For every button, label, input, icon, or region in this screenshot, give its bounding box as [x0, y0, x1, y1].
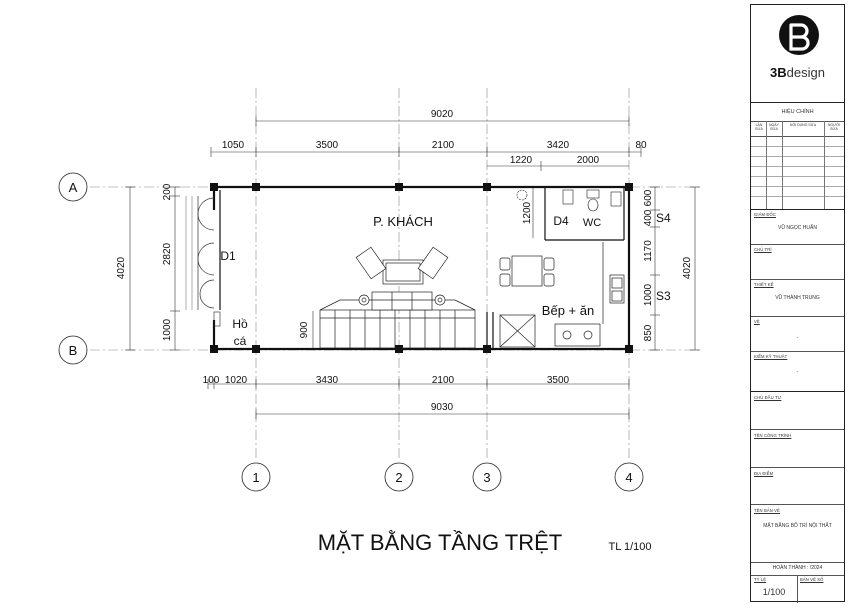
- room-d4: D4: [553, 214, 569, 228]
- field-label-location: ĐỊA ĐIỂM: [754, 471, 774, 476]
- dim-bottom-2: 1020: [225, 375, 248, 386]
- field-value-checker: -: [796, 369, 799, 375]
- revision-header-1: LẦN SỬA: [755, 123, 763, 131]
- dim-top-2: 3500: [316, 140, 339, 151]
- dim-top-4: 3420: [547, 140, 570, 151]
- field-value-director: VŨ NGỌC HUẤN: [778, 225, 817, 231]
- axis-label-A: A: [69, 180, 78, 195]
- dim-bottom-3: 3430: [316, 375, 339, 386]
- dim-bottom-4: 2100: [432, 375, 455, 386]
- scale-label: TỶ LỆ: [754, 577, 767, 582]
- axis-bubble-1: [241, 462, 271, 492]
- dim-left-total: 4020: [116, 256, 127, 279]
- brand-name: 3Bdesign: [770, 65, 825, 80]
- dim-top-inner-1: 1220: [510, 155, 533, 166]
- interior-walls: [219, 187, 625, 349]
- sofa-set: [355, 246, 449, 311]
- axis-bubble-2: [384, 462, 414, 492]
- plan-scale: TL 1/100: [608, 541, 651, 553]
- field-label-lead: CHỦ TRÌ: [754, 247, 772, 252]
- floor-plan: A B 1 2 3 4 9020 1050 3500 2100 3420 80 …: [58, 88, 700, 555]
- field-value-drawing-name: MẶT BẰNG BỐ TRÍ NỘI THẤT: [763, 523, 832, 529]
- label-s3: S3: [656, 289, 671, 303]
- dim-right-1: 600: [643, 189, 654, 206]
- dim-top-1: 1050: [222, 140, 245, 151]
- field-label-drawing-name: TÊN BẢN VẼ: [754, 508, 780, 513]
- completed-date: HOÀN THÀNH : /2024: [772, 565, 823, 571]
- sheet-label: BẢN VẼ SỐ: [800, 577, 824, 582]
- dim-top-5: 80: [635, 140, 647, 151]
- axis-label-4: 4: [625, 470, 632, 485]
- dim-left-3: 1000: [162, 318, 173, 341]
- dim-right-total: 4020: [682, 256, 693, 279]
- revision-header-4: NGƯỜI SỬA: [827, 123, 841, 131]
- axis-label-B: B: [69, 343, 78, 358]
- field-label-checker: KIỂM KỸ THUẬT: [754, 354, 788, 359]
- columns: [210, 183, 633, 353]
- dim-top-3: 2100: [432, 140, 455, 151]
- dim-bottom-5: 3500: [547, 375, 570, 386]
- axis-label-2: 2: [395, 470, 402, 485]
- room-wc: WC: [583, 217, 601, 229]
- axis-bubbles: [58, 172, 644, 492]
- dim-right-4: 1000: [643, 283, 654, 306]
- dimension-texts: 9020 1050 3500 2100 3420 80 1220 2000 10…: [203, 109, 647, 413]
- dim-stair: 900: [299, 321, 310, 338]
- room-fishpond-2: cá: [234, 334, 247, 348]
- room-kitchen: Bếp + ăn: [542, 303, 594, 318]
- field-label-project: TÊN CÔNG TRÌNH: [754, 433, 792, 438]
- field-label-designer: THIẾT KẾ: [754, 282, 774, 287]
- axis-bubble-A: [58, 172, 88, 202]
- room-d1: D1: [220, 249, 236, 263]
- dimension-lines: [125, 116, 700, 419]
- dim-right-3: 1170: [643, 240, 654, 262]
- dim-right-5: 850: [643, 324, 654, 341]
- brand-logo-icon: [779, 15, 819, 55]
- kitchen-counter: [499, 242, 625, 348]
- wc-fixtures: [516, 189, 622, 212]
- room-fishpond-1: Hồ: [232, 317, 248, 331]
- axis-bubble-4: [614, 462, 644, 492]
- field-value-drawn: -: [796, 335, 799, 341]
- dim-right-2: 400: [643, 209, 654, 226]
- dim-wc: 1200: [522, 201, 533, 224]
- revision-header-3: NỘI DUNG SỬA: [789, 123, 817, 127]
- dim-top-total: 9020: [431, 109, 454, 120]
- dim-bottom-1: 100: [203, 375, 220, 386]
- room-living: P. KHÁCH: [373, 214, 433, 229]
- label-s4: S4: [656, 211, 671, 225]
- room-labels: P. KHÁCH Bếp + ăn D4 WC D1 Hồ cá: [220, 214, 601, 348]
- field-label-drawn: VẼ: [754, 319, 760, 324]
- field-value-designer: VŨ THÀNH TRUNG: [775, 295, 820, 301]
- dining-table: [499, 255, 555, 287]
- field-label-owner: CHỦ ĐẦU TƯ: [754, 395, 782, 400]
- dim-bottom-total: 9030: [431, 402, 454, 413]
- plan-title: MẶT BẰNG TẦNG TRỆT: [318, 530, 562, 555]
- side-labels: S4 S3: [656, 211, 671, 303]
- front-door-swings: [185, 196, 215, 310]
- revision-title: HIỆU CHỈNH: [781, 109, 814, 115]
- dim-top-inner-2: 2000: [577, 155, 600, 166]
- axis-bubble-B: [58, 335, 88, 365]
- fish-pond: [213, 311, 221, 327]
- field-label-director: GIÁM ĐỐC: [754, 212, 776, 217]
- axis-label-1: 1: [252, 470, 259, 485]
- axis-bubble-3: [472, 462, 502, 492]
- dim-left-2: 2820: [162, 242, 173, 265]
- dim-left-1: 200: [162, 183, 173, 200]
- scale-value: 1/100: [762, 587, 786, 597]
- axis-label-3: 3: [483, 470, 490, 485]
- title-block: 3Bdesign HIỆU CHỈNH LẦN SỬA NGÀY SỬA NỘI…: [750, 4, 845, 603]
- walls: [212, 185, 631, 351]
- vertical-dimension-texts: 4020 200 2820 1000 900 1200 600 400 1170…: [116, 183, 693, 341]
- revision-header-2: NGÀY SỬA: [769, 123, 779, 131]
